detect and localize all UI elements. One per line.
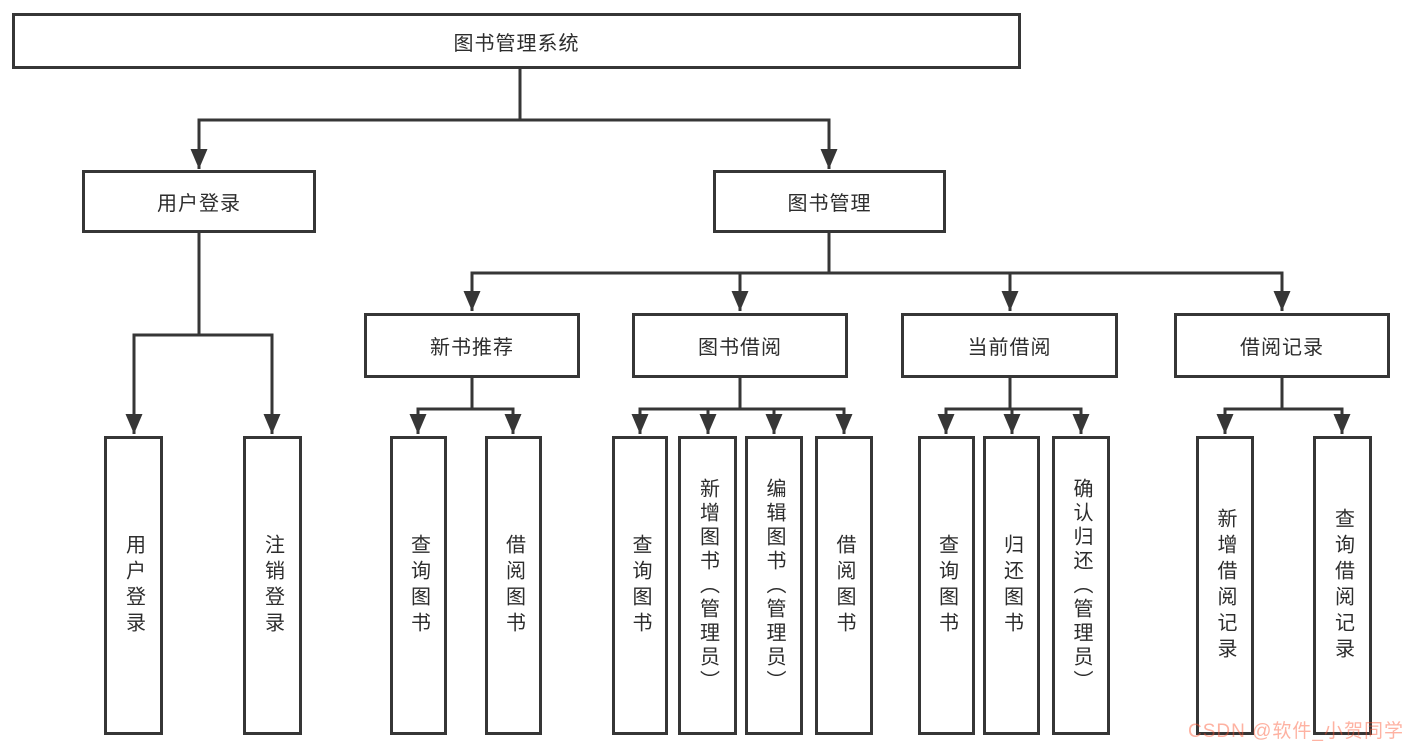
node-book-management-label: 图书管理 — [787, 193, 872, 215]
leaf-add-books-admin-label: 新增图书（管理员） — [696, 477, 719, 694]
node-user-login: 用户登录 — [82, 170, 316, 233]
node-borrowing-records: 借阅记录 — [1174, 313, 1390, 378]
leaf-logout-login-label: 注销登录 — [261, 533, 284, 638]
leaf-user-login: 用户登录 — [104, 436, 163, 735]
leaf-add-borrow-record: 新增借阅记录 — [1196, 436, 1254, 735]
leaf-confirm-return-admin: 确认归还（管理员） — [1052, 436, 1110, 735]
node-borrowing-records-label: 借阅记录 — [1240, 337, 1324, 359]
leaf-borrowing-borrow-books-label: 借阅图书 — [833, 533, 855, 638]
leaf-recommend-borrow-books-label: 借阅图书 — [502, 533, 525, 638]
node-current-borrowing: 当前借阅 — [901, 313, 1118, 378]
leaf-query-borrow-record-label: 查询借阅记录 — [1331, 507, 1354, 664]
leaf-add-borrow-record-label: 新增借阅记录 — [1214, 507, 1236, 664]
leaf-recommend-query-books: 查询图书 — [390, 436, 447, 735]
node-root-label: 图书管理系统 — [453, 32, 580, 55]
leaf-borrowing-borrow-books: 借阅图书 — [815, 436, 873, 735]
leaf-logout-login: 注销登录 — [243, 436, 302, 735]
leaf-user-login-label: 用户登录 — [122, 533, 145, 638]
node-current-borrowing-label: 当前借阅 — [967, 337, 1052, 359]
leaf-recommend-query-books-label: 查询图书 — [407, 533, 430, 638]
leaf-edit-books-admin: 编辑图书（管理员） — [745, 436, 803, 735]
leaf-confirm-return-admin-label: 确认归还（管理员） — [1070, 477, 1092, 694]
node-root: 图书管理系统 — [12, 13, 1021, 69]
node-new-book-recommend: 新书推荐 — [364, 313, 580, 378]
node-user-login-label: 用户登录 — [157, 193, 241, 215]
leaf-borrowing-query-books: 查询图书 — [612, 436, 668, 735]
leaf-return-books: 归还图书 — [983, 436, 1040, 735]
node-new-book-recommend-label: 新书推荐 — [430, 337, 514, 359]
leaf-return-books-label: 归还图书 — [1000, 533, 1023, 638]
csdn-watermark: CSDN @软件_小贺同学 — [1188, 721, 1404, 742]
leaf-borrowing-query-books-label: 查询图书 — [629, 533, 651, 638]
node-book-management: 图书管理 — [713, 170, 946, 233]
leaf-query-borrow-record: 查询借阅记录 — [1313, 436, 1372, 735]
leaf-add-books-admin: 新增图书（管理员） — [678, 436, 737, 735]
leaf-current-query-books-label: 查询图书 — [935, 533, 958, 638]
leaf-recommend-borrow-books: 借阅图书 — [485, 436, 542, 735]
leaf-current-query-books: 查询图书 — [918, 436, 975, 735]
node-book-borrowing-label: 图书借阅 — [698, 337, 782, 359]
node-book-borrowing: 图书借阅 — [632, 313, 848, 378]
leaf-edit-books-admin-label: 编辑图书（管理员） — [763, 477, 785, 694]
